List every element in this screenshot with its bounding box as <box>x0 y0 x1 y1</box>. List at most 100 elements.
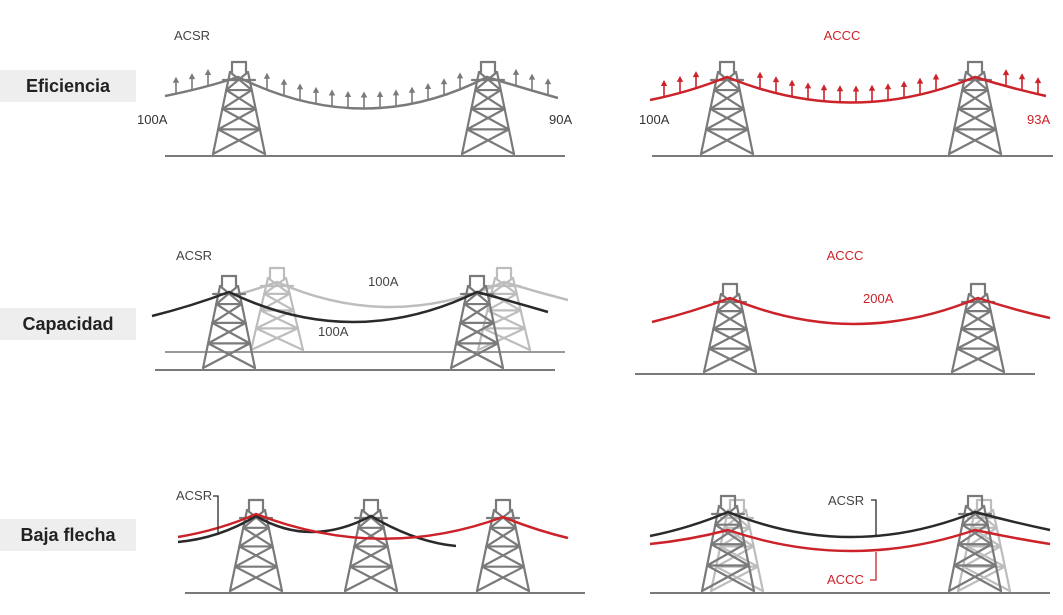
transmission-tower-ghost-icon <box>249 266 305 352</box>
tower-brace <box>215 284 240 306</box>
heat-arrow-icon <box>456 72 464 90</box>
tower-leg <box>950 292 971 374</box>
tower-brace <box>961 504 986 526</box>
capacidad-accc-panel: ACCC 200A <box>635 248 1051 375</box>
heat-arrow-icon <box>756 71 764 89</box>
tower-brace <box>238 526 270 548</box>
baja-flecha-accc-callout: ACCC <box>827 572 864 587</box>
tower-brace <box>957 107 998 131</box>
tower-brace <box>700 564 751 593</box>
tower-brace <box>712 328 753 350</box>
tower-leg <box>284 276 305 352</box>
heat-arrow-icon <box>544 78 552 96</box>
eficiencia-accc-panel: ACCC 100A 93A <box>639 28 1053 157</box>
heat-arrow-icon <box>440 78 448 96</box>
tower-brace <box>221 88 253 111</box>
baja-flecha-accc-panel: ACSR ACCC <box>649 493 1051 594</box>
tower-brace <box>225 88 257 111</box>
tower-leg <box>982 70 1003 156</box>
tower-brace <box>709 88 741 111</box>
tower-brace <box>466 284 491 306</box>
tower-brace <box>719 545 760 568</box>
tower-brace <box>225 70 250 92</box>
capacidad-acsr-current-lower: 100A <box>318 324 349 339</box>
tower-brace <box>707 347 758 374</box>
tower-brace <box>221 107 261 131</box>
tower-leg <box>991 508 1012 593</box>
heat-arrow-icon <box>328 89 336 107</box>
capacidad-accc-current: 200A <box>863 291 894 306</box>
tower-brace <box>961 88 993 111</box>
heat-arrow-icon <box>188 73 196 91</box>
tower-brace <box>716 292 741 313</box>
tower-leg <box>947 504 968 593</box>
tower-brace <box>201 342 251 370</box>
tower-brace <box>259 309 299 330</box>
eficiencia-accc-title: ACCC <box>824 28 861 43</box>
tower-leg <box>236 284 257 370</box>
tower-brace <box>957 88 989 111</box>
tower-brace <box>710 543 751 567</box>
heat-arrow-icon <box>392 89 400 107</box>
tower-brace <box>211 302 243 324</box>
tower-brace <box>463 302 495 324</box>
capacidad-acsr-current-upper: 100A <box>368 274 399 289</box>
tower-brace <box>713 88 745 111</box>
heat-arrow-icon <box>836 85 844 103</box>
heat-arrow-icon <box>916 77 924 95</box>
tower-brace <box>717 504 742 526</box>
transmission-tower-icon <box>699 60 755 156</box>
tower-leg <box>700 504 721 593</box>
heat-loss-arrows <box>660 69 1042 103</box>
eficiencia-acsr-panel: ACSR 100A 90A <box>137 28 572 157</box>
accc-conductor-line <box>649 75 1047 104</box>
heat-arrow-icon <box>1018 73 1026 91</box>
transmission-tower-icon <box>950 282 1006 374</box>
tower-brace <box>704 128 755 156</box>
tower-leg <box>460 70 481 156</box>
row-label-baja-flecha: Baja flecha <box>0 519 136 551</box>
capacidad-accc-title: ACCC <box>827 248 864 263</box>
heat-arrow-icon <box>344 90 352 108</box>
tower-brace <box>486 309 527 330</box>
tower-brace <box>343 565 393 593</box>
heat-arrow-icon <box>280 78 288 96</box>
baja-flecha-acsr-callout: ACSR <box>828 493 864 508</box>
tower-brace <box>947 128 998 156</box>
tower-brace <box>716 70 741 92</box>
tower-brace <box>470 107 510 131</box>
heat-arrow-icon <box>676 75 684 93</box>
tower-leg <box>475 508 496 593</box>
tower-brace <box>960 310 992 331</box>
transmission-tower-icon <box>449 274 505 370</box>
callout-leader <box>213 495 219 535</box>
heat-arrow-icon <box>204 68 212 86</box>
tower-brace <box>952 107 993 131</box>
tower-brace <box>966 545 1007 568</box>
tower-brace <box>961 70 986 92</box>
tower-brace <box>712 310 744 331</box>
tower-brace <box>263 292 295 312</box>
tower-brace <box>713 70 738 92</box>
tower-brace <box>485 545 526 568</box>
heat-loss-arrows <box>172 68 552 109</box>
row-label-eficiencia: Eficiencia <box>0 70 136 102</box>
tower-brace <box>474 88 506 111</box>
tower-leg <box>211 70 232 156</box>
heat-arrow-icon <box>263 72 271 90</box>
heat-arrow-icon <box>820 84 828 102</box>
baja-flecha-acsr-panel: ACSR <box>176 488 585 594</box>
tower-brace <box>217 107 257 131</box>
tower-leg <box>744 508 765 593</box>
tower-brace <box>714 504 739 526</box>
tower-brace <box>459 302 491 324</box>
tower-brace <box>961 565 1012 593</box>
tower-brace <box>493 276 518 295</box>
tower-leg <box>484 284 505 370</box>
tower-brace <box>360 508 385 529</box>
tower-brace <box>357 526 389 548</box>
row-label-bg <box>0 308 136 340</box>
tower-brace <box>459 321 499 345</box>
tower-leg <box>511 276 532 352</box>
tower-brace <box>353 526 385 548</box>
